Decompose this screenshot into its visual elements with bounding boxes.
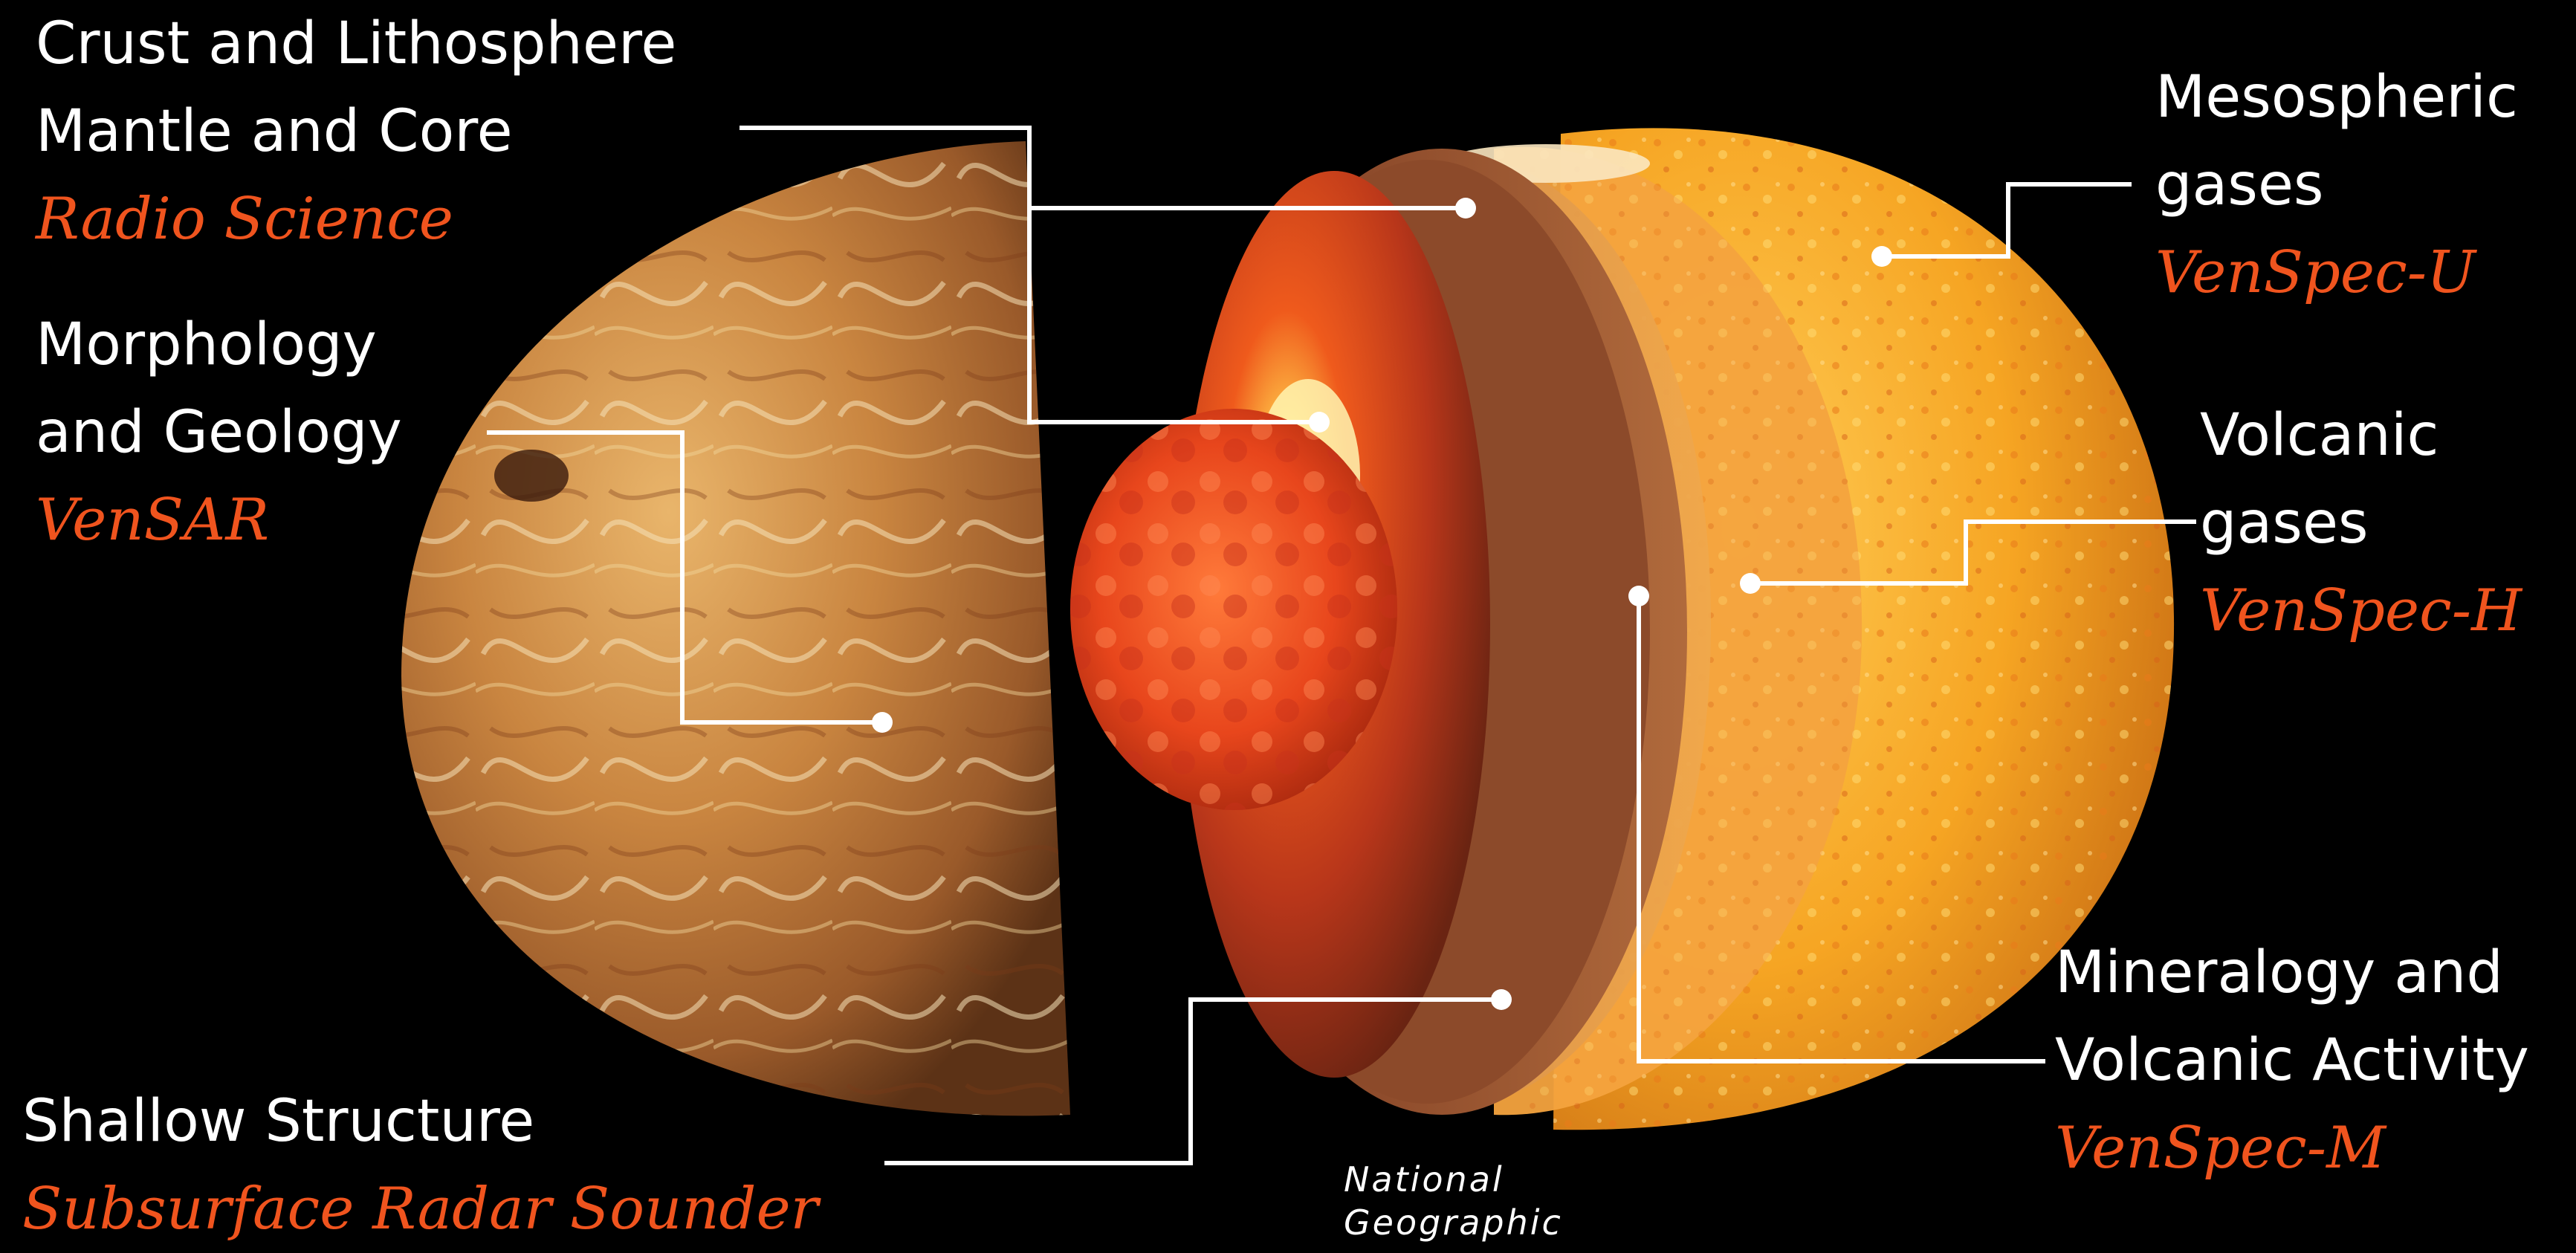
leader-dot-morphology [872,712,893,733]
dark-surface-spot [494,450,569,502]
shallow-instrument: Subsurface Radar Sounder [22,1165,818,1253]
crust-label-line1: Crust and Lithosphere [36,0,676,88]
volcanic-gases-instrument: VenSpec-H [2200,567,2522,655]
crust-label-line2: Mantle and Core [36,88,513,175]
mesospheric-label-line1: Mesospheric [2155,54,2518,141]
venus-surface-hemisphere [401,141,1070,1116]
leader-dot-shallow [1491,989,1512,1010]
leader-dot-volcanic-gases [1740,573,1761,594]
surface-swirls [401,141,1070,1116]
image-credit-line1: National [1344,1158,1504,1201]
leader-dot-core [1309,412,1330,433]
leader-dot-mesospheric [1871,246,1892,267]
image-credit-line2: Geographic [1344,1201,1563,1244]
leader-dot-crust [1455,198,1476,218]
exposed-core-texture [1070,409,1397,810]
mineralogy-instrument: VenSpec-M [2055,1104,2386,1192]
leader-dot-mineralogy [1628,586,1649,606]
volcanic-gases-label-line1: Volcanic [2200,392,2439,479]
morphology-instrument: VenSAR [36,476,269,564]
mesospheric-label-line2: gases [2155,141,2324,229]
volcanic-gases-label-line2: gases [2200,479,2369,567]
mesospheric-instrument: VenSpec-U [2155,229,2476,317]
core [1070,409,1397,810]
mineralogy-label-line2: Volcanic Activity [2055,1017,2529,1104]
crust-instrument: Radio Science [36,175,453,263]
morphology-label-line2: and Geology [36,389,402,476]
shallow-label-line1: Shallow Structure [22,1078,534,1165]
morphology-label-line1: Morphology [36,301,377,389]
mineralogy-label-line1: Mineralogy and [2055,929,2503,1017]
